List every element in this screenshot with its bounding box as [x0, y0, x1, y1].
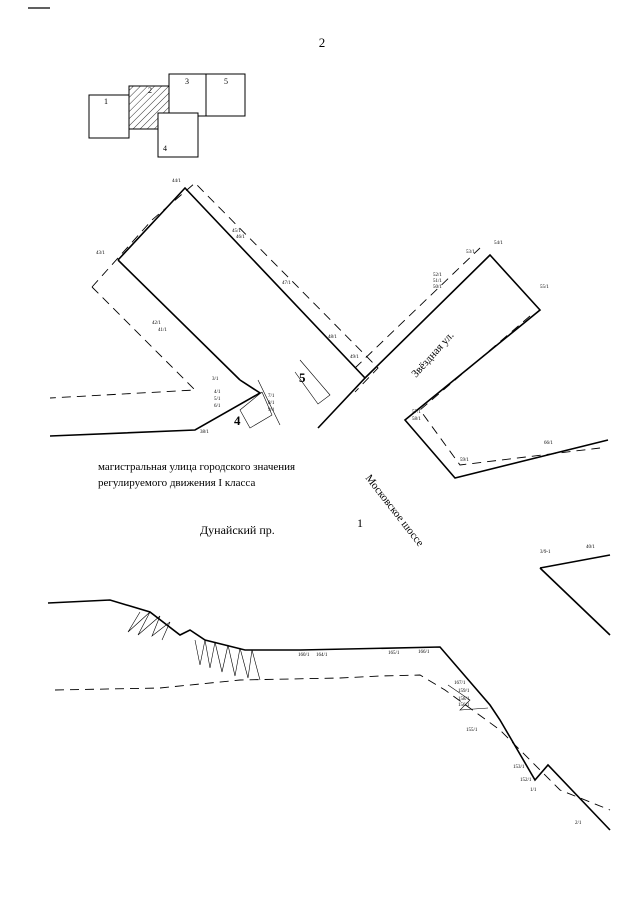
point-label: 156/1 [458, 703, 470, 708]
point-label: 45/1 [232, 229, 241, 234]
key-sheet-5 [205, 73, 246, 117]
point-label: 167/1 [454, 681, 466, 686]
point-label: 58/1 [412, 417, 421, 422]
point-label: 160/1 [298, 653, 310, 658]
point-label: 66/1 [544, 441, 553, 446]
key-sheet-2-label: 2 [148, 86, 152, 95]
zone-5-label: 5 [299, 370, 306, 385]
parcel-upper-right [354, 247, 609, 479]
key-map: 1 2 3 5 4 [88, 73, 246, 158]
point-label: 159/1 [458, 689, 470, 694]
point-label: 47/1 [282, 281, 291, 286]
point-label: 153/1 [513, 765, 525, 770]
road-class-line-2: регулируемого движения I класса [98, 477, 255, 489]
point-label: 3/9-1 [540, 550, 551, 555]
point-label: 42/1 [152, 321, 161, 326]
parcel-lower [47, 554, 611, 831]
point-label: 7/1 [268, 394, 275, 399]
point-label: 51/1 [433, 279, 442, 284]
key-sheet-3-label: 3 [185, 77, 189, 86]
road-class-line-1: магистральная улица городского значения [98, 461, 295, 473]
key-sheet-4 [157, 112, 199, 158]
point-label: 8/1 [268, 401, 275, 406]
point-label: 155/1 [466, 728, 478, 733]
point-label: 9/1 [268, 408, 275, 413]
key-sheet-1-label: 1 [104, 97, 108, 106]
point-label: 43/1 [96, 251, 105, 256]
point-label: 54/1 [494, 241, 503, 246]
point-labels: 44/1 43/1 45/1 46/1 47/1 42/1 41/1 48/1 … [96, 179, 595, 826]
point-label: 6/1 [214, 404, 221, 409]
point-label: 46/1 [236, 235, 245, 240]
point-label: 40/1 [586, 545, 595, 550]
point-label: 55/1 [540, 285, 549, 290]
point-label: 52/1 [433, 273, 442, 278]
key-sheet-4-label: 4 [163, 144, 167, 153]
point-label: 2/1 [575, 821, 582, 826]
point-label: 158/1 [458, 697, 470, 702]
point-label: 48/1 [328, 335, 337, 340]
point-label: 3/1 [212, 377, 219, 382]
parcel-upper-left [49, 182, 379, 437]
point-label: 41/1 [158, 328, 167, 333]
point-label: 38/1 [200, 430, 209, 435]
point-label: 166/1 [418, 650, 430, 655]
street-moskovskoe-label: Московское шоссе [363, 472, 426, 548]
page-number: 2 [319, 35, 326, 50]
point-label: 49/1 [350, 355, 359, 360]
key-sheet-3 [168, 73, 207, 117]
point-label: 1/1 [530, 788, 537, 793]
zone-1-label: 1 [357, 516, 363, 530]
point-label: 4/1 [214, 390, 221, 395]
point-label: 53/1 [466, 250, 475, 255]
point-label: 57/1 [412, 410, 421, 415]
point-label: 44/1 [172, 179, 181, 184]
point-label: 5/1 [214, 397, 221, 402]
key-sheet-5-label: 5 [224, 77, 228, 86]
key-sheet-1 [88, 94, 130, 139]
street-dunaysky-label: Дунайский пр. [200, 523, 275, 537]
street-zvezdnaya-label: Звёздная ул. [409, 329, 456, 380]
point-label: 152/1 [520, 778, 532, 783]
point-label: 165/1 [388, 651, 400, 656]
point-label: 164/1 [316, 653, 328, 658]
point-label: 59/1 [460, 458, 469, 463]
point-label: 50/1 [433, 285, 442, 290]
zone-4-label: 4 [234, 413, 241, 428]
